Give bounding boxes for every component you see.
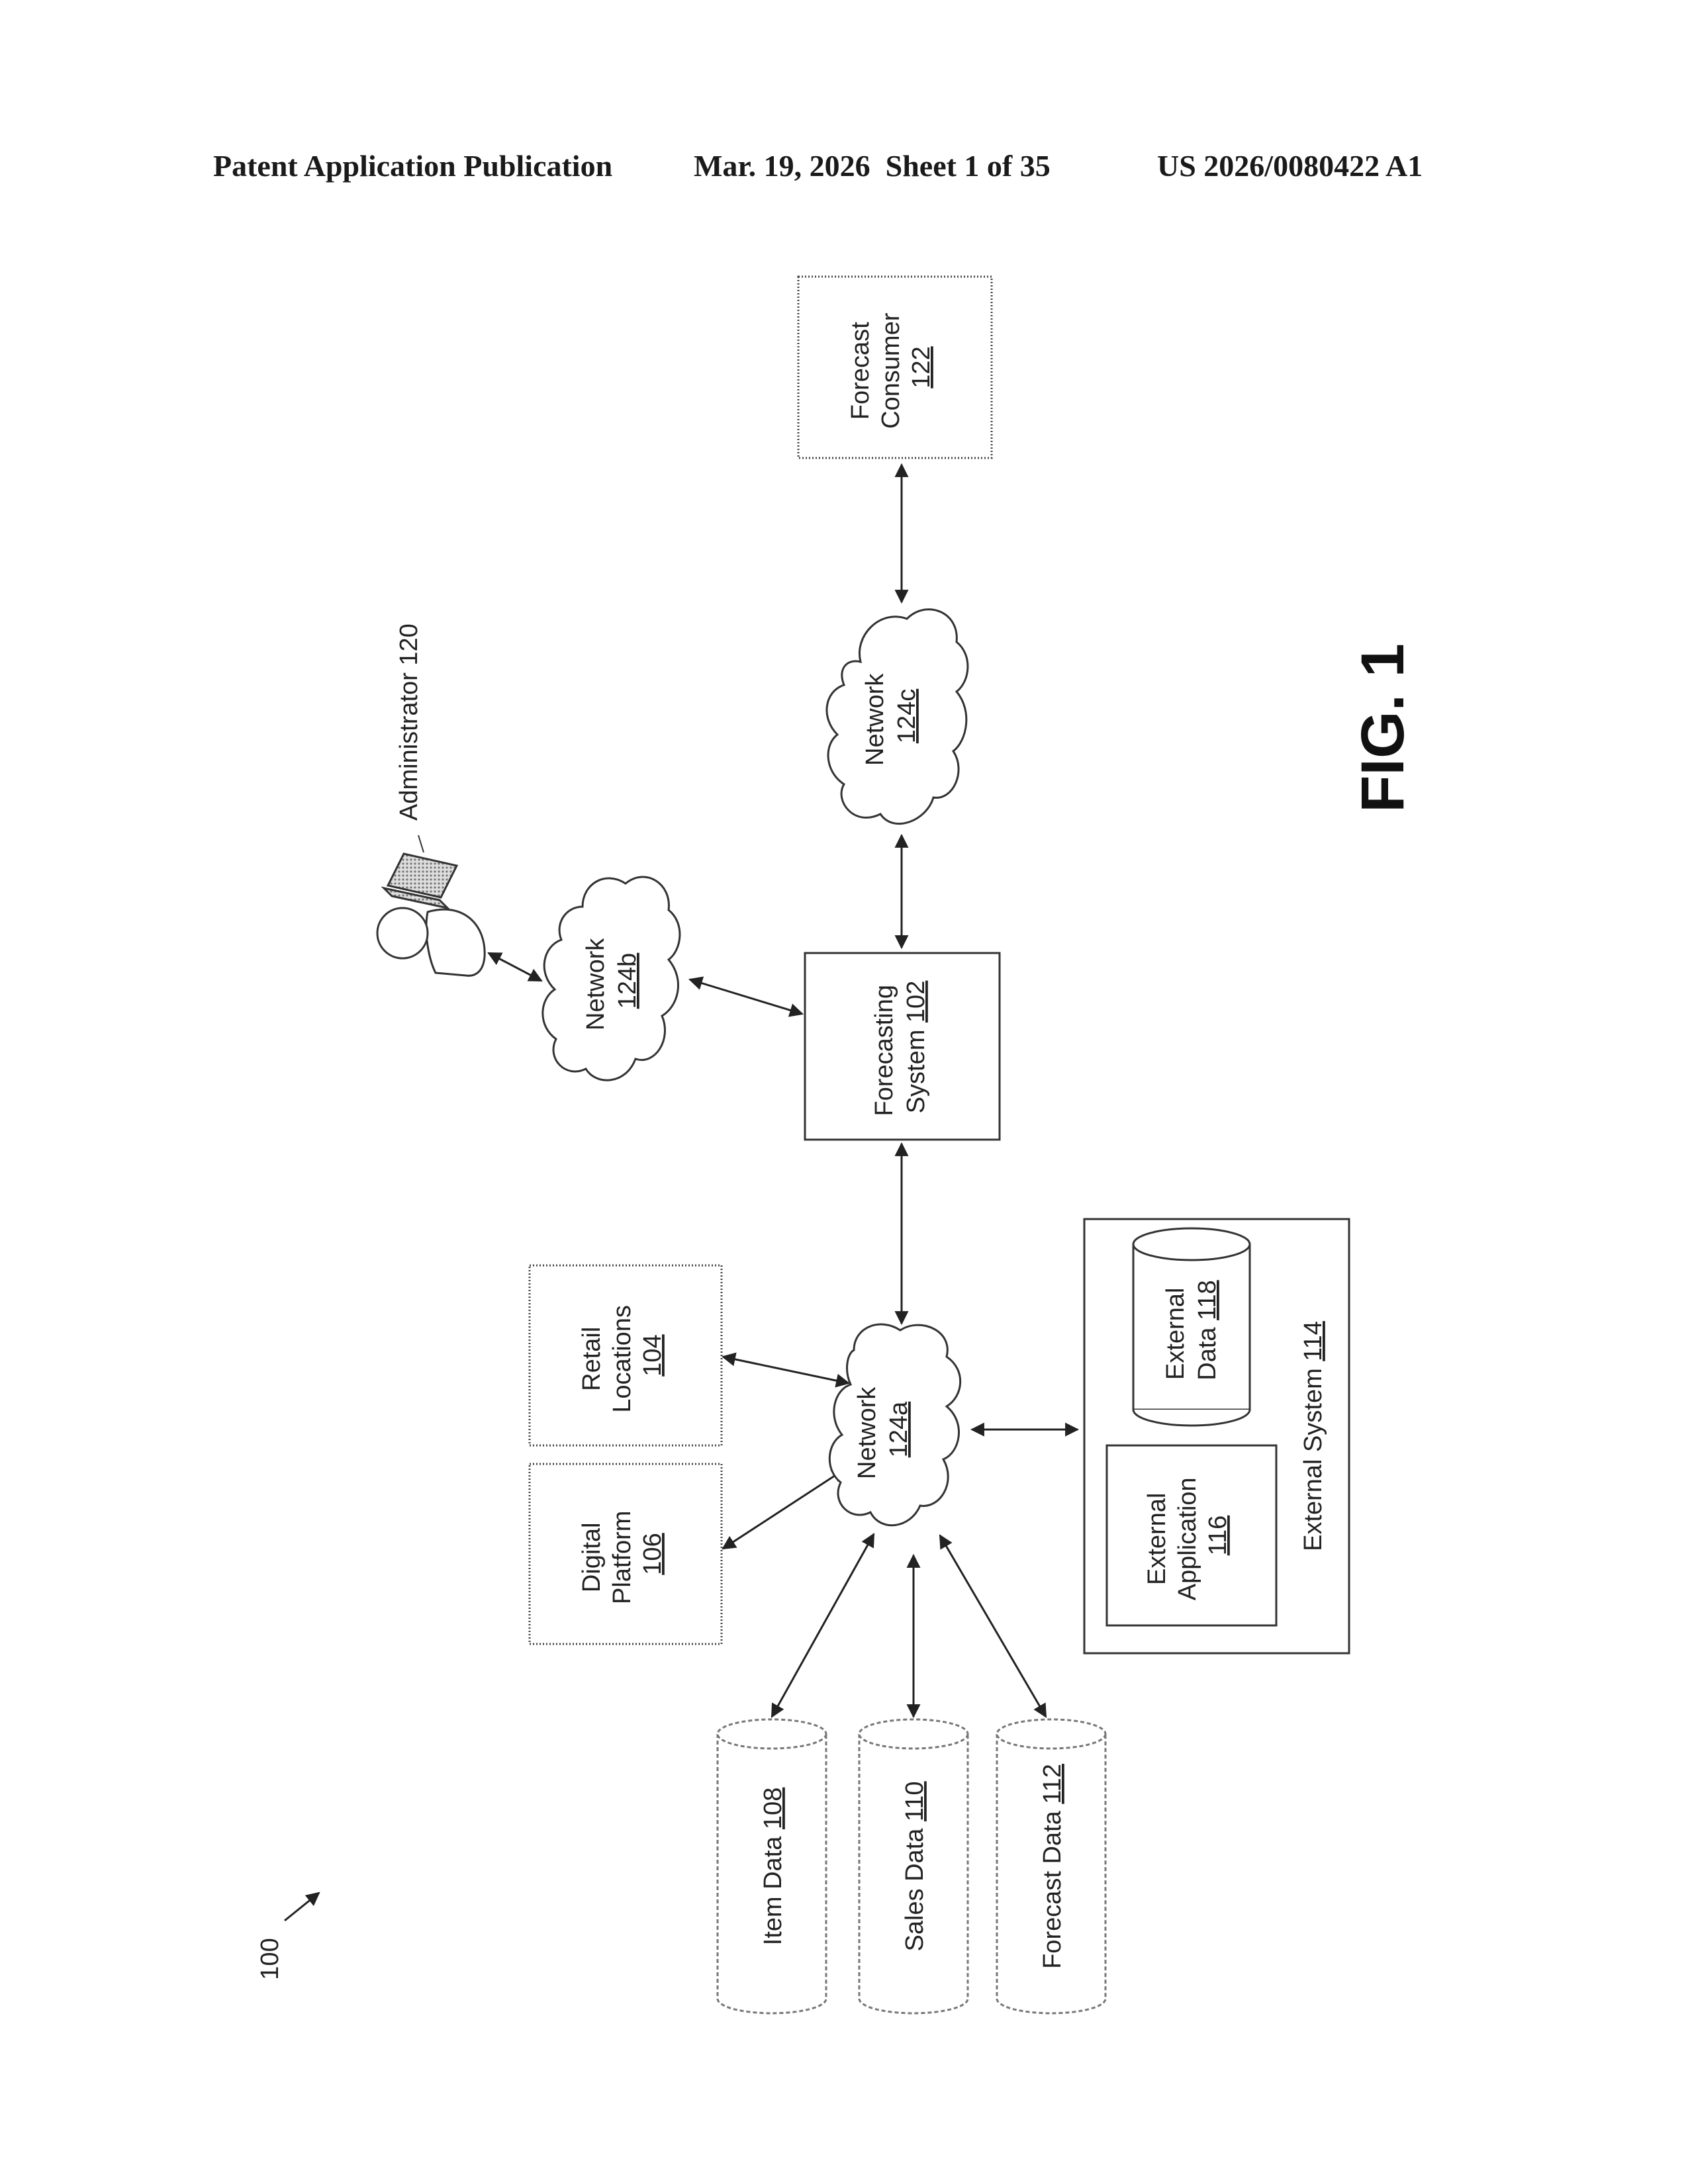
forecasting-system-line2: System [902, 1030, 930, 1114]
external-application-box: External Application 116 [1107, 1445, 1276, 1625]
connector-network124b-forecasting [690, 979, 802, 1014]
figure-reference-number: 100 [256, 1938, 284, 1979]
network-124c-cloud: Network 124c [827, 610, 968, 824]
header-patent-number: US 2026/0080422 A1 [1157, 149, 1423, 183]
external-data-line2: Data [1194, 1327, 1221, 1381]
digital-platform-box: Digital Platform 106 [530, 1464, 722, 1644]
header-date-sheet: Mar. 19, 2026 Sheet 1 of 35 [694, 149, 1051, 183]
forecast-data-ref: 112 [1039, 1764, 1066, 1804]
forecast-consumer-line1: Forecast [847, 322, 874, 420]
external-data-ref: 118 [1194, 1280, 1221, 1320]
retail-locations-box: Retail Locations 104 [530, 1265, 722, 1445]
forecast-consumer-line2: Consumer [877, 312, 905, 429]
svg-text:Sales Data 110: Sales Data 110 [901, 1781, 929, 1951]
sales-data-cylinder: Sales Data 110 [859, 1719, 968, 2013]
connector-itemdata-network124a [772, 1534, 874, 1717]
connector-forecastdata-network124a [940, 1535, 1046, 1717]
forecasting-system-box: Forecasting System 102 [805, 953, 1000, 1140]
figure-label: FIG. 1 [1349, 643, 1417, 813]
connector-digital-network124a [723, 1469, 845, 1549]
forecast-consumer-box: Forecast Consumer 122 [798, 277, 992, 458]
forecast-data-cylinder: Forecast Data 112 [997, 1719, 1105, 2013]
retail-locations-line1: Retail [578, 1327, 606, 1391]
administrator-figure: Administrator 120 [377, 623, 485, 976]
network-124a-ref: 124a [885, 1401, 913, 1457]
administrator-leader-line [418, 835, 424, 852]
figure-reference-100: 100 [256, 1893, 319, 1980]
forecast-data-label: Forecast Data [1039, 1810, 1066, 1969]
sales-data-label: Sales Data [901, 1828, 929, 1952]
retail-locations-ref: 104 [639, 1334, 667, 1376]
svg-text:Item Data 108: Item Data 108 [759, 1788, 787, 1946]
item-data-ref: 108 [759, 1788, 787, 1829]
connector-admin-network124b [489, 953, 541, 981]
digital-platform-line2: Platform [608, 1511, 636, 1604]
external-data-line1: External [1162, 1288, 1190, 1380]
svg-text:External System: External System 114 [1299, 1321, 1327, 1551]
digital-platform-ref: 106 [639, 1533, 667, 1574]
svg-text:Forecast Data 11: Forecast Data 112 [1039, 1764, 1066, 1969]
forecasting-system-ref: 102 [902, 981, 930, 1023]
network-124b-ref: 124b [614, 953, 641, 1009]
forecast-consumer-ref: 122 [908, 346, 935, 388]
person-body-icon [426, 909, 485, 976]
item-data-label: Item Data [759, 1836, 787, 1946]
sales-data-ref: 110 [901, 1781, 929, 1821]
figure-reference-arrow [285, 1893, 319, 1921]
digital-platform-line1: Digital [578, 1522, 606, 1592]
external-system-box: External System 114 External Data 118 Ex… [1084, 1219, 1349, 1653]
network-124b-cloud: Network 124b [543, 877, 680, 1080]
forecasting-system-line1: Forecasting [870, 985, 898, 1116]
external-data-cylinder: External Data 118 [1133, 1228, 1250, 1426]
header-publication: Patent Application Publication [213, 149, 612, 183]
person-head-icon [377, 908, 428, 958]
external-system-ref: 114 [1299, 1321, 1327, 1361]
external-system-label: External System [1299, 1368, 1327, 1551]
network-124c-ref: 124c [893, 689, 921, 743]
retail-locations-line2: Locations [608, 1305, 636, 1413]
network-124b-label: Network [582, 938, 610, 1030]
external-application-line2: Application [1174, 1477, 1201, 1600]
external-application-line1: External [1143, 1493, 1171, 1585]
administrator-label: Administrator 120 [395, 623, 423, 821]
network-124c-label: Network [861, 673, 889, 766]
network-124a-label: Network [853, 1387, 881, 1479]
external-application-ref: 116 [1204, 1516, 1232, 1556]
item-data-cylinder: Item Data 108 [718, 1719, 826, 2013]
network-124a-cloud: Network 124a [829, 1324, 960, 1525]
connector-retail-network124a [723, 1357, 849, 1383]
